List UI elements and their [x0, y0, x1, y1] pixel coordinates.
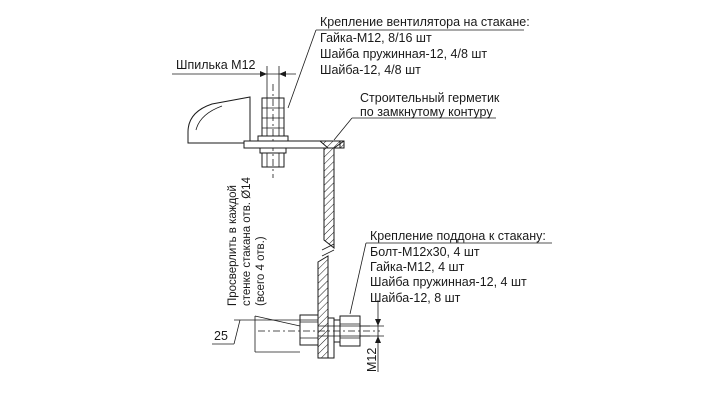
top-flange: [243, 140, 345, 149]
drill-note-line-3: (всего 4 отв.): [255, 236, 267, 306]
sealant-line-2: по замкнутому контуру: [360, 105, 493, 119]
fan-hood: [187, 96, 251, 144]
fan-mount-leader: [287, 29, 524, 109]
drill-note-line-1: Просверлить в каждой: [227, 185, 239, 306]
top-stud-assembly: [257, 84, 289, 178]
tray-mount-title: Крепление поддона к стакану:: [370, 229, 546, 243]
tray-mount-leader: [349, 242, 552, 315]
stud-dimension: [172, 66, 296, 98]
curb-wall-lower: [317, 243, 335, 359]
dimension-m12-label: М12: [365, 348, 379, 372]
dimension-25-label: 25: [214, 329, 228, 343]
fan-mount-line-1: Гайка-М12, 8/16 шт: [320, 31, 432, 45]
tray-mount-line-4: Шайба-12, 8 шт: [370, 291, 461, 305]
drill-note-leader: [254, 315, 301, 353]
curb-wall-upper: [323, 140, 345, 250]
tray-mount-line-2: Гайка-М12, 4 шт: [370, 260, 465, 274]
fan-mount-title: Крепление вентилятора на стакане:: [320, 15, 530, 29]
drill-note-line-2: стенке стакана отв. Ø14: [241, 176, 253, 306]
m12-label-group: М12: [365, 348, 379, 372]
sealant-leader: [333, 117, 496, 141]
drill-note: Просверлить в каждой стенке стакана отв.…: [227, 176, 267, 306]
dimension-25: [212, 319, 318, 345]
tray-mount-line-1: Болт-М12х30, 4 шт: [370, 245, 480, 259]
sealant-line-1: Строительный герметик: [360, 91, 500, 105]
fan-mount-line-2: Шайба пружинная-12, 4/8 шт: [320, 47, 487, 61]
fan-mount-line-3: Шайба-12, 4/8 шт: [320, 63, 421, 77]
stud-label: Шпилька М12: [176, 58, 256, 72]
dimension-m12: [360, 300, 384, 372]
bottom-bolt-assembly: [258, 314, 380, 347]
tray-mount-line-3: Шайба пружинная-12, 4 шт: [370, 275, 527, 289]
